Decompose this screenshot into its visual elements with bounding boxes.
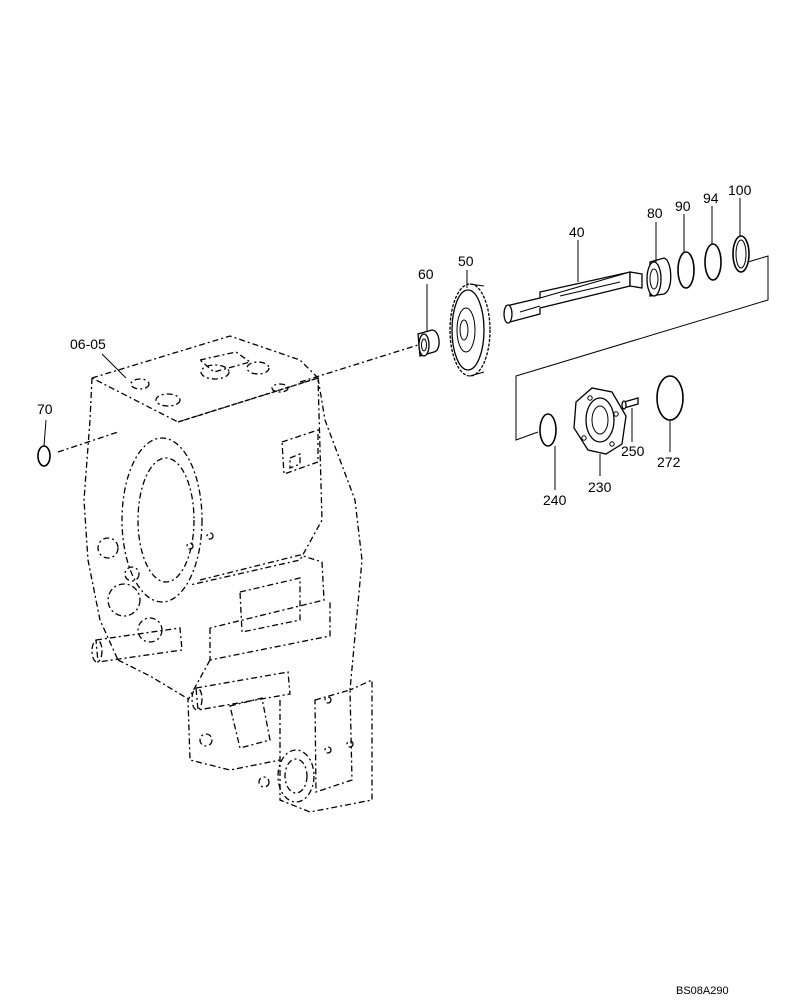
snap-ring-100-inner (735, 239, 747, 269)
shaft-40-part (503, 271, 643, 324)
callout-80: 80 (647, 205, 663, 221)
callout-272: 272 (657, 454, 681, 470)
shim-ring-94-part (704, 243, 722, 281)
callout-100: 100 (728, 182, 752, 198)
assembly-axis-line (299, 344, 419, 383)
callout-06-05: 06-05 (70, 336, 106, 352)
o-ring-axis-line (57, 431, 119, 453)
gear-50-part (449, 283, 491, 377)
callout-40: 40 (569, 224, 585, 240)
callout-230: 230 (588, 479, 612, 495)
callout-250: 250 (621, 443, 645, 459)
shim-ring-90-part (677, 251, 695, 289)
cover-230-part (573, 387, 627, 455)
transmission-housing (83, 335, 373, 813)
bearing-60-part (417, 329, 440, 357)
drawing-code: BS08A290 (676, 985, 729, 997)
o-ring-272-part (656, 375, 684, 421)
leader-lines (43, 198, 741, 490)
o-ring-240-part (539, 413, 557, 447)
o-ring-70-part (37, 445, 51, 467)
callout-50: 50 (458, 253, 474, 269)
callout-240: 240 (543, 492, 567, 508)
callout-94: 94 (703, 190, 719, 206)
callout-60: 60 (418, 266, 434, 282)
tapered-bearing-80-part (646, 257, 672, 297)
callout-90: 90 (675, 198, 691, 214)
group-bracket-line (515, 255, 769, 441)
snap-ring-100-part (732, 235, 750, 273)
callout-70: 70 (37, 401, 53, 417)
screw-250-part (621, 397, 639, 410)
